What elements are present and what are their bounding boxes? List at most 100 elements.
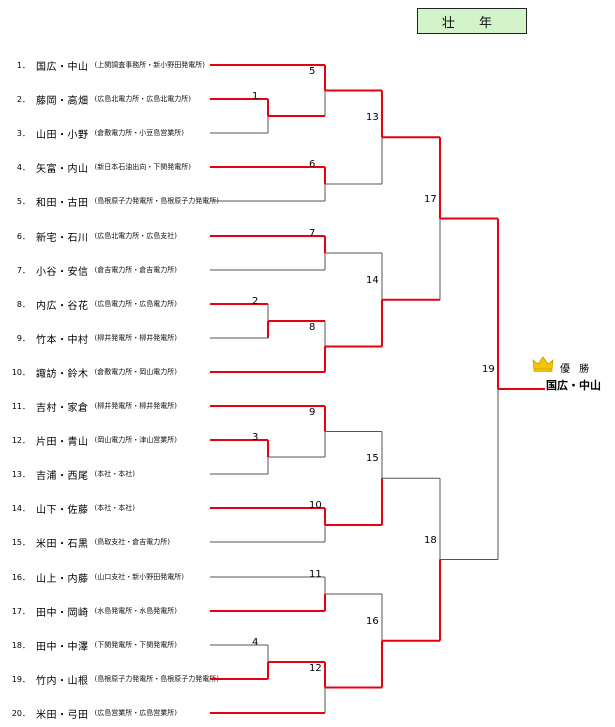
match-number: 3 (252, 432, 259, 443)
entry-row: 4． 矢富・内山 (新日本石油出向・下関発電所) (10, 160, 191, 175)
entry-name: 竹内・山根 (36, 675, 89, 687)
match-number: 10 (309, 500, 322, 511)
entry-row: 16．山上・内藤(山口支社・新小野田発電所) (10, 570, 184, 585)
entry-affiliation: (広島北電力所・広島北電力所) (94, 95, 191, 103)
match-number: 19 (482, 364, 495, 375)
entry-name: 小谷・安信 (36, 266, 89, 278)
entry-row: 8． 内広・谷花 (広島電力所・広島電力所) (10, 297, 177, 312)
entry-row: 9． 竹本・中村 (柳井発電所・柳井発電所) (10, 331, 177, 346)
match-number: 8 (309, 321, 316, 333)
entry-number: 7． (16, 265, 30, 275)
match-number: 18 (424, 534, 437, 546)
entry-affiliation: (柳井発電所・柳井発電所) (94, 402, 177, 410)
match-number: 16 (366, 615, 379, 627)
entry-number: 5． (16, 196, 30, 206)
entry-affiliation: (本社・本社) (94, 504, 135, 512)
entry-row: 12． 片田・青山 (岡山電力所・津山営業所) (10, 433, 177, 448)
entry-number: 11． (11, 401, 30, 411)
match-number: 13 (366, 112, 379, 124)
match-number: 4 (252, 637, 259, 648)
entry-name: 内広・谷花 (36, 300, 89, 312)
entry-number: 14． (11, 503, 30, 513)
crown-icon (532, 356, 554, 372)
entry-affiliation: (鳥取支社・倉吉電力所) (94, 538, 170, 546)
entry-row: 7． 小谷・安信 (倉吉電力所・倉吉電力所) (10, 263, 177, 278)
entry-number: 1． (16, 60, 30, 70)
entry-name: 竹本・中村 (36, 334, 89, 346)
entry-number: 12． (11, 435, 30, 445)
entry-number: 20． (11, 708, 30, 718)
entry-number: 16． (11, 572, 30, 582)
entry-row: 17． 田中・岡崎 (水島発電所・水島発電所) (10, 604, 177, 619)
entry-name: 田中・中澤 (36, 641, 89, 653)
entry-number: 18． (11, 640, 30, 650)
entry-affiliation: (水島発電所・水島発電所) (94, 607, 177, 615)
match-number: 14 (366, 274, 379, 286)
entry-name: 矢富・内山 (36, 163, 89, 175)
entry-row: 13．吉浦・西尾(本社・本社) (10, 467, 135, 482)
champion-name: 国広・中山 (546, 379, 601, 392)
entry-number: 10． (11, 367, 30, 377)
entry-number: 9． (16, 333, 30, 343)
entry-row: 19． 竹内・山根 (島根原子力発電所・島根原子力発電所) (10, 672, 219, 687)
entry-affiliation: (岡山電力所・津山営業所) (94, 436, 177, 444)
entry-name: 米田・石黒 (36, 538, 89, 550)
entry-row: 6． 新宅・石川 (広島北電力所・広島支社) (10, 229, 177, 244)
entry-name: 米田・弓田 (36, 709, 89, 721)
match-number: 5 (309, 65, 316, 77)
entry-name: 片田・青山 (36, 436, 89, 448)
entry-affiliation: (倉敷電力所・岡山電力所) (94, 368, 177, 376)
match-number: 1 (252, 91, 259, 102)
entry-row: 14． 山下・佐藤 (本社・本社) (10, 501, 135, 516)
entry-affiliation: (島根原子力発電所・島根原子力発電所) (94, 197, 219, 205)
entry-affiliation: (山口支社・新小野田発電所) (94, 573, 184, 581)
entry-affiliation: (上関調査事務所・新小野田発電所) (94, 61, 205, 69)
entry-number: 13． (11, 469, 30, 479)
entry-affiliation: (本社・本社) (94, 470, 135, 478)
match-number: 7 (309, 228, 316, 239)
entry-name: 国広・中山 (36, 61, 89, 73)
entry-number: 19． (11, 674, 30, 684)
entry-number: 15． (11, 537, 30, 547)
entry-affiliation: (下関発電所・下関発電所) (94, 641, 177, 649)
entry-row: 1． 国広・中山 (上関調査事務所・新小野田発電所) (10, 58, 205, 73)
entry-number: 2． (16, 94, 30, 104)
entry-row: 3．山田・小野(倉敷電力所・小豆島営業所) (10, 126, 184, 141)
entry-row: 18． 田中・中澤 (下関発電所・下関発電所) (10, 638, 177, 653)
match-number: 6 (309, 159, 316, 170)
entry-number: 4． (16, 162, 30, 172)
entry-row: 15． 米田・石黒 (鳥取支社・倉吉電力所) (10, 535, 170, 550)
entry-name: 吉村・家倉 (36, 402, 89, 414)
entry-number: 17． (11, 606, 30, 616)
entry-number: 3． (16, 128, 30, 138)
match-number: 12 (309, 662, 322, 674)
match-number: 11 (309, 569, 322, 580)
entry-row: 11． 吉村・家倉 (柳井発電所・柳井発電所) (10, 399, 177, 414)
match-number: 9 (309, 406, 316, 418)
match-number: 15 (366, 453, 379, 465)
entry-number: 6． (16, 231, 30, 241)
entry-name: 田中・岡崎 (36, 607, 89, 619)
entry-name: 新宅・石川 (36, 232, 89, 244)
entry-affiliation: (広島電力所・広島電力所) (94, 300, 177, 308)
entry-affiliation: (柳井発電所・柳井発電所) (94, 334, 177, 342)
entry-row: 10． 諏訪・鈴木 (倉敷電力所・岡山電力所) (10, 365, 177, 380)
entry-name: 諏訪・鈴木 (36, 368, 89, 380)
entry-affiliation: (島根原子力発電所・島根原子力発電所) (94, 675, 219, 683)
entry-affiliation: (倉敷電力所・小豆島営業所) (94, 129, 184, 137)
entry-row: 2．藤岡・高畑(広島北電力所・広島北電力所) (10, 92, 191, 107)
champion-label: 優 勝 (560, 364, 593, 375)
entry-number: 8． (16, 299, 30, 309)
entry-name: 山下・佐藤 (36, 504, 89, 516)
entry-row: 5． 和田・古田 (島根原子力発電所・島根原子力発電所) (10, 194, 219, 209)
entry-affiliation: (倉吉電力所・倉吉電力所) (94, 266, 177, 274)
entry-name: 和田・古田 (36, 197, 89, 209)
entry-affiliation: (広島北電力所・広島支社) (94, 232, 177, 240)
match-number: 2 (252, 296, 259, 307)
entry-affiliation: (新日本石油出向・下関発電所) (94, 163, 191, 171)
entry-row: 20． 米田・弓田 (広島営業所・広島営業所) (10, 706, 177, 721)
tournament-title: 壮 年 (417, 8, 527, 34)
match-number: 17 (424, 193, 437, 205)
entry-affiliation: (広島営業所・広島営業所) (94, 709, 177, 717)
